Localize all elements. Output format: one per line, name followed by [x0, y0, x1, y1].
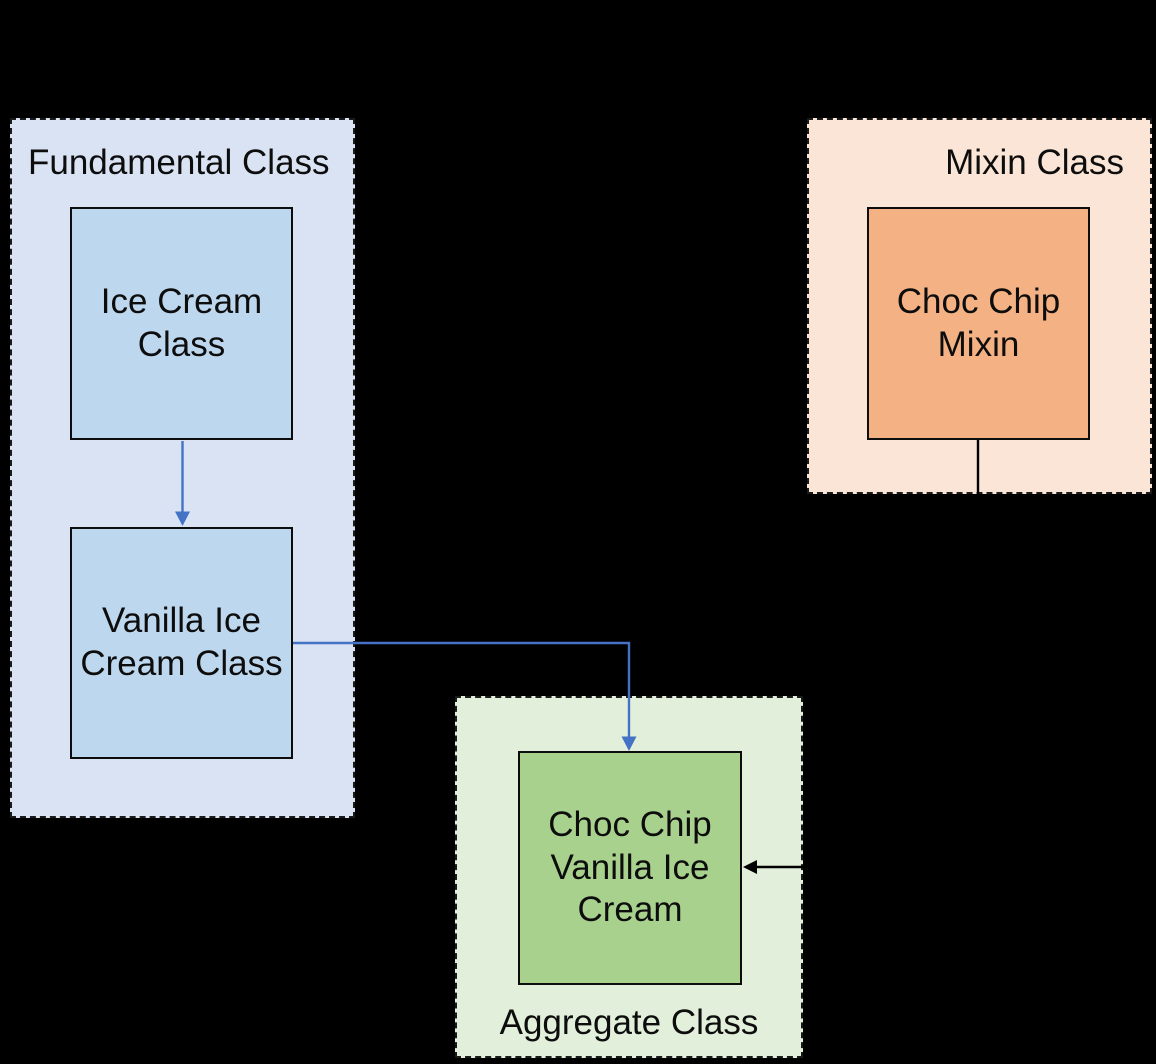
group-label-mixin-class: Mixin Class	[945, 143, 1124, 182]
node-label-choc-chip-mixin: Choc Chip Mixin	[896, 281, 1061, 364]
group-label-aggregate-class: Aggregate Class	[499, 1003, 759, 1042]
node-label-vanilla-ice-cream-class: Vanilla Ice Cream Class	[80, 601, 283, 683]
node-choc-chip-mixin: Choc Chip Mixin	[867, 207, 1090, 440]
node-choc-chip-vanilla-ice-cream: Choc Chip Vanilla Ice Cream	[518, 751, 742, 985]
group-label-fundamental-class: Fundamental Class	[28, 143, 330, 182]
node-label-ice-cream-class: Ice Cream Class	[100, 281, 263, 364]
node-label-choc-chip-vanilla-ice-cream: Choc Chip Vanilla Ice Cream	[548, 804, 712, 930]
node-vanilla-ice-cream-class: Vanilla Ice Cream Class	[70, 527, 293, 759]
node-ice-cream-class: Ice Cream Class	[70, 207, 293, 440]
